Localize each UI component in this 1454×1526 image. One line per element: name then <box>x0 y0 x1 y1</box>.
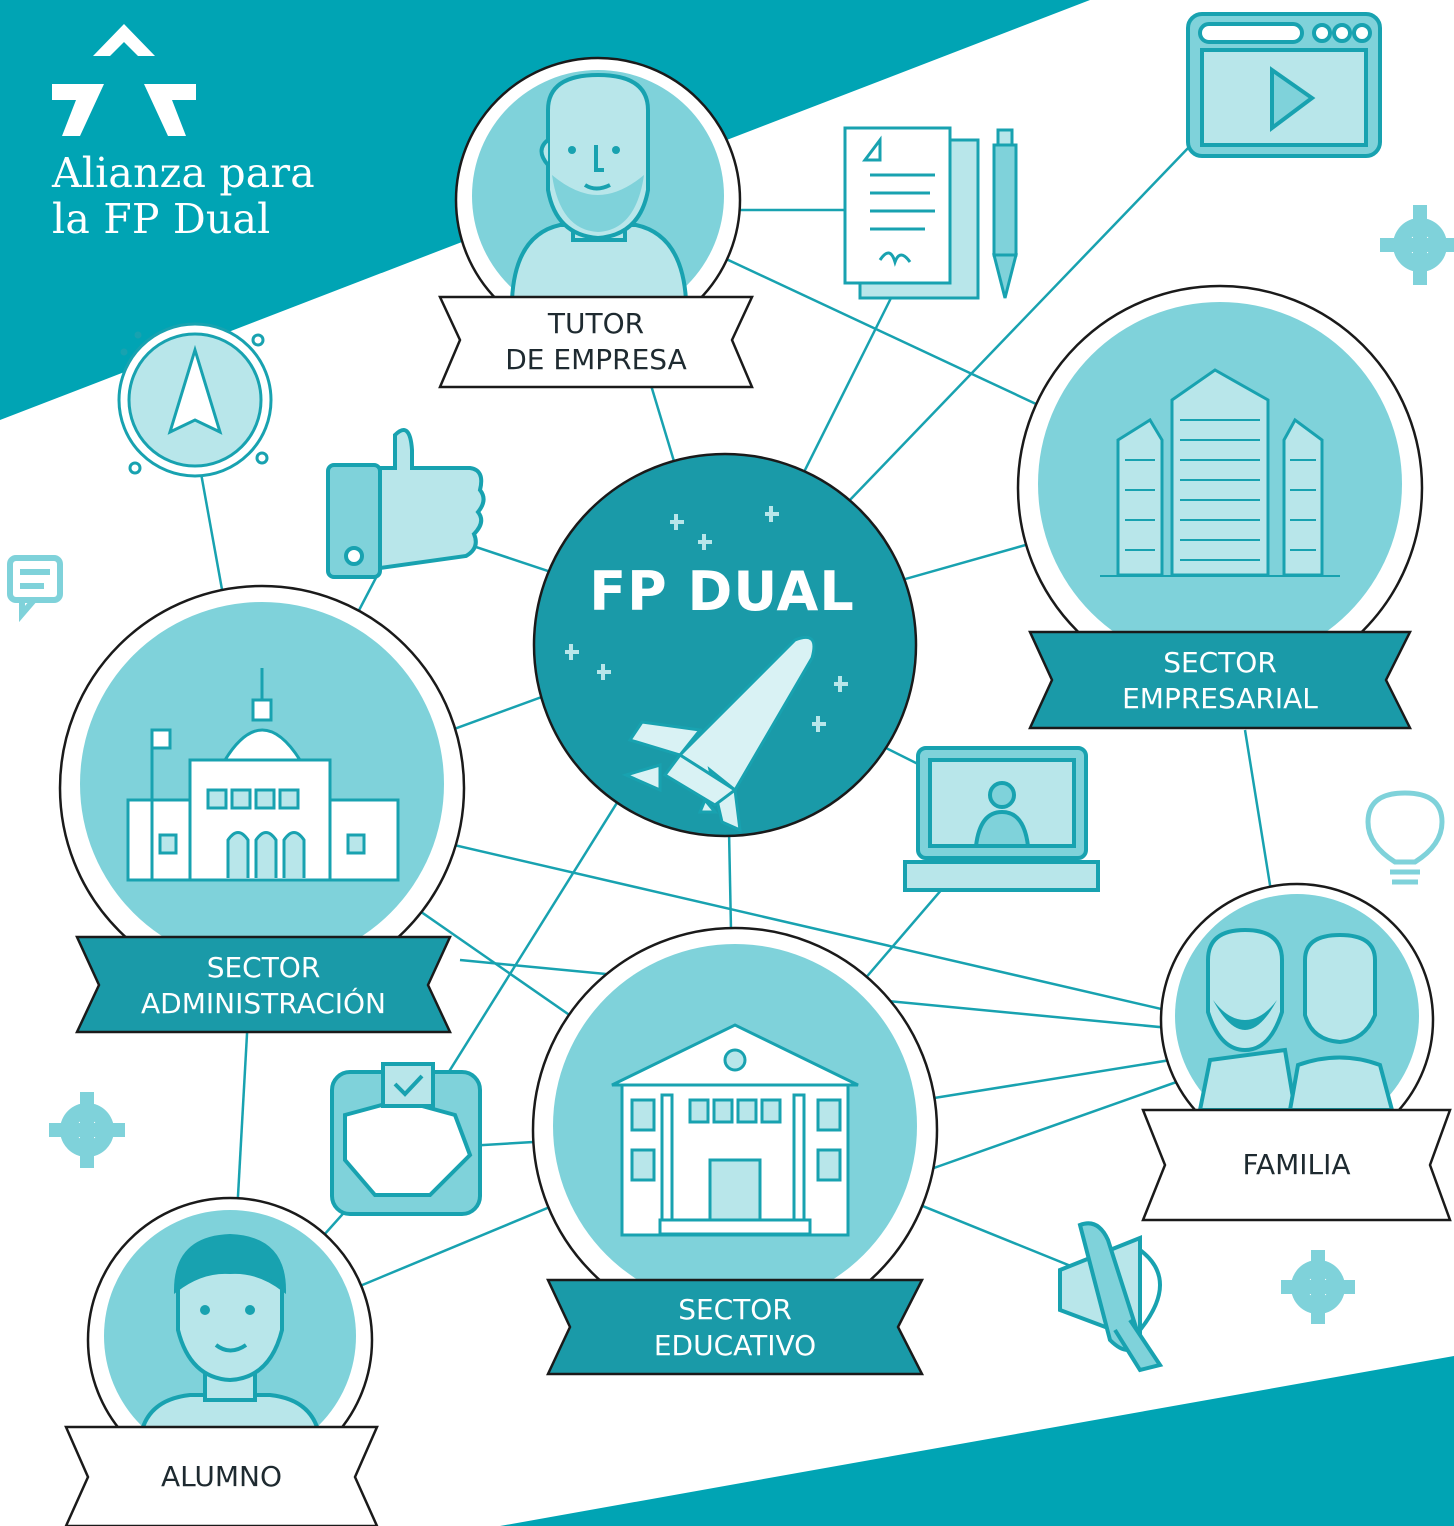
label-educativo-line-2: EDUCATIVO <box>653 1329 817 1362</box>
label-administracion-line-2: ADMINISTRACIÓN <box>141 987 386 1020</box>
label-administracion-line-1: SECTOR <box>206 951 321 984</box>
label-tutor: TUTOR DE EMPRESA <box>440 306 752 378</box>
node-empresarial <box>1016 284 1424 730</box>
label-alumno: ALUMNO <box>161 1460 282 1493</box>
node-tutor <box>438 56 754 389</box>
node-alumno <box>64 1196 379 1526</box>
label-familia: FAMILIA <box>1242 1148 1351 1181</box>
gear-icon <box>1281 1250 1355 1324</box>
node-administracion <box>58 584 466 1034</box>
lightbulb-icon <box>1365 790 1445 885</box>
handshake-icon <box>330 1062 482 1216</box>
megaphone-icon <box>1058 1221 1164 1373</box>
label-administracion: SECTOR ADMINISTRACIÓN <box>77 950 450 1022</box>
thumbs-up-icon <box>326 428 486 579</box>
label-empresarial-line-2: EMPRESARIAL <box>1122 682 1318 715</box>
label-educativo-line-1: SECTOR <box>678 1293 792 1326</box>
node-familia <box>1141 882 1452 1222</box>
laptop-icon <box>903 746 1100 892</box>
node-educativo <box>531 926 939 1376</box>
label-tutor-line-1: TUTOR <box>547 307 645 340</box>
sparkle-icons <box>565 506 848 732</box>
brand-name: Alianza para la FP Dual <box>52 150 315 242</box>
label-empresarial: SECTOR EMPRESARIAL <box>1030 645 1410 717</box>
pen-icon <box>992 128 1018 299</box>
brand-line-1: Alianza para <box>52 149 315 197</box>
label-empresarial-line-1: SECTOR <box>1163 646 1277 679</box>
bottom-right-teal-band <box>500 1356 1454 1526</box>
center-title: FP DUAL <box>589 560 855 623</box>
logo-icon <box>52 24 196 136</box>
browser-video-icon <box>1186 12 1382 158</box>
gear-icon <box>49 1092 125 1168</box>
rocket-icon <box>621 635 816 833</box>
label-tutor-line-2: DE EMPRESA <box>505 343 687 376</box>
contract-icon <box>843 126 980 300</box>
label-educativo: SECTOR EDUCATIVO <box>548 1292 922 1364</box>
brand-line-2: la FP Dual <box>52 195 271 243</box>
chat-icon <box>7 555 63 623</box>
gear-icon <box>1380 205 1454 285</box>
center-node <box>532 452 918 838</box>
compass-icon <box>117 322 273 478</box>
